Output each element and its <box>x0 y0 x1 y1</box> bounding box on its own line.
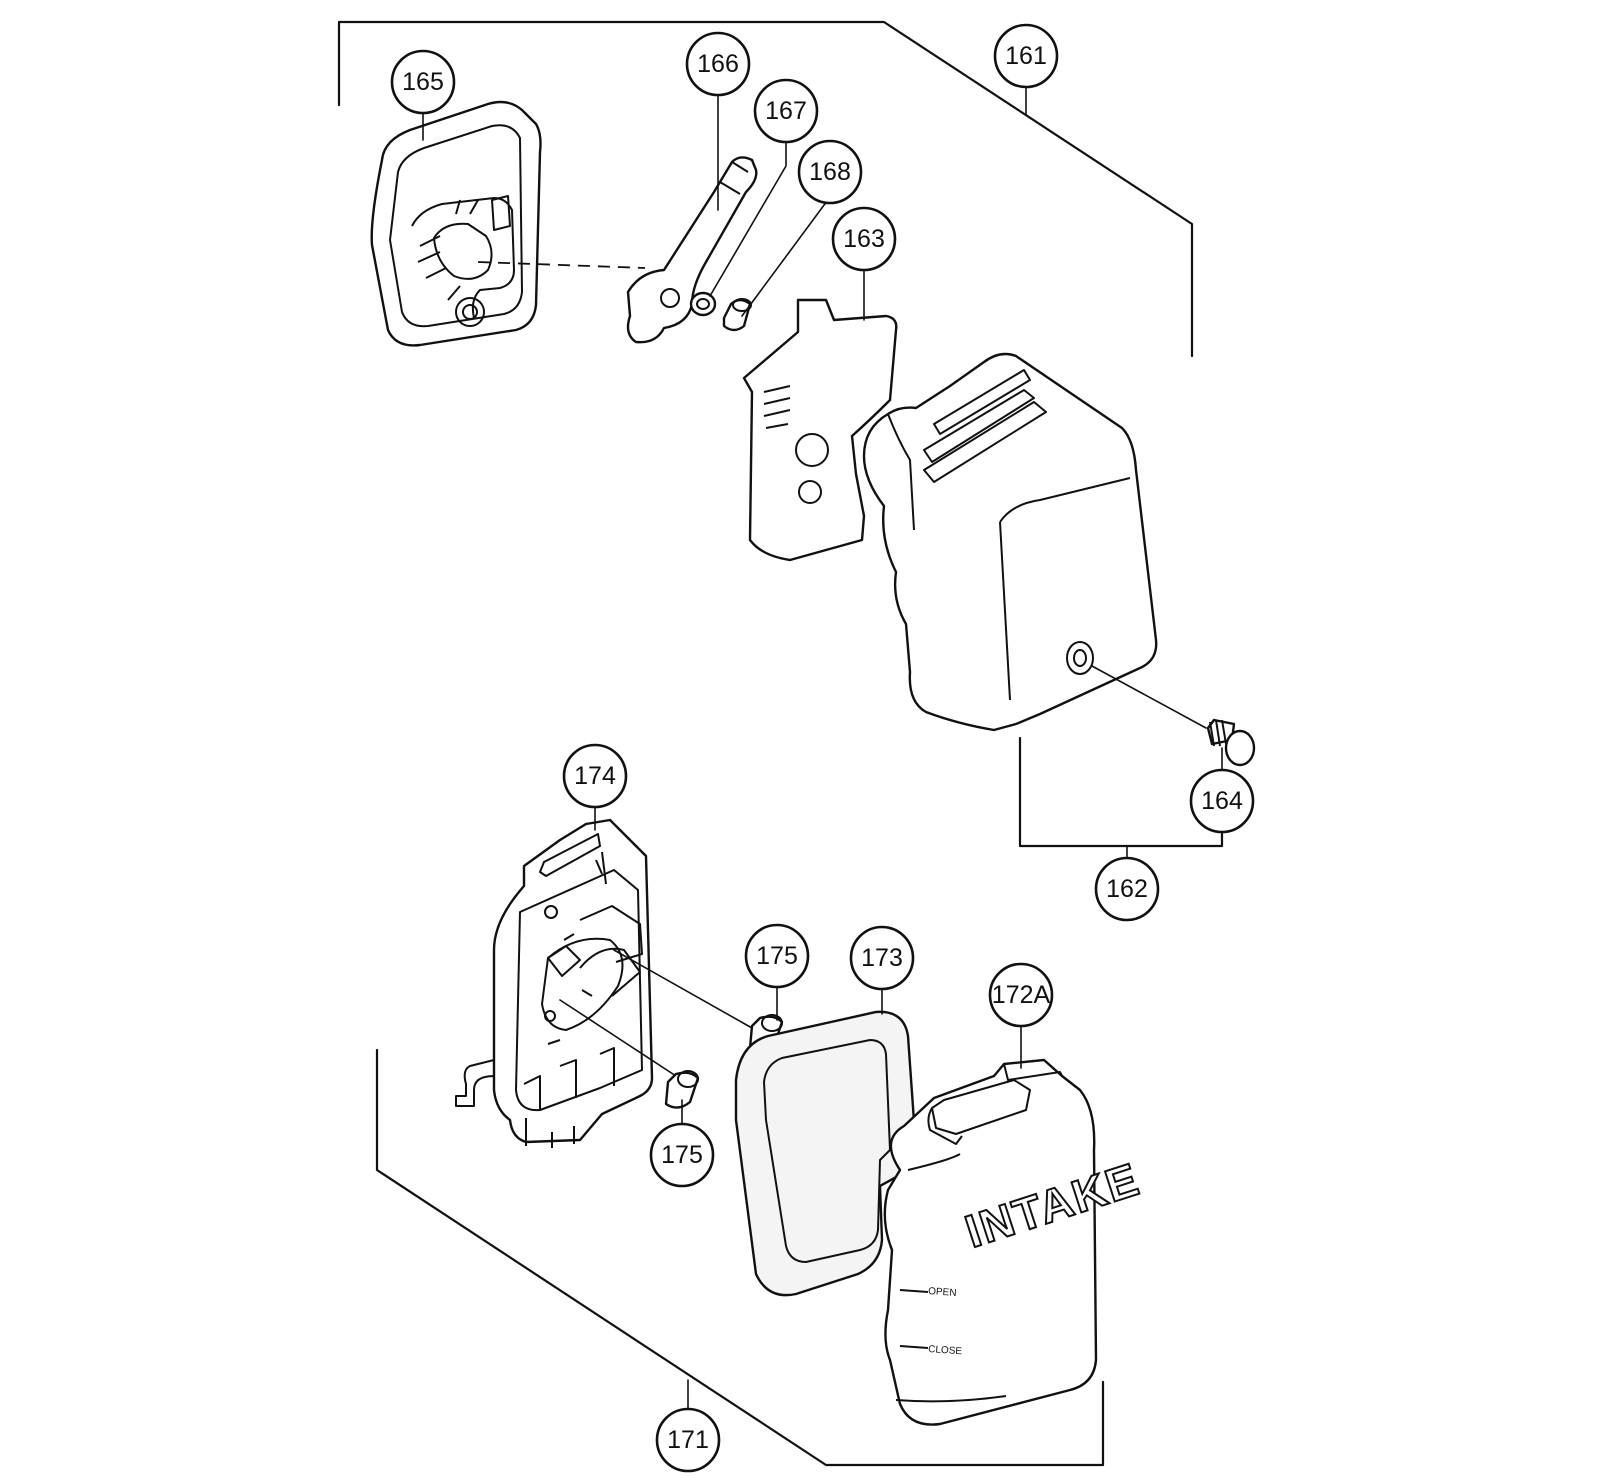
svg-text:175: 175 <box>661 1141 703 1169</box>
leader-collar-175-lower <box>559 999 677 1077</box>
callout-171: 171 <box>655 1407 721 1473</box>
svg-text:163: 163 <box>843 225 885 253</box>
cleaner-cover-162 <box>862 352 1158 732</box>
svg-text:167: 167 <box>765 97 807 125</box>
callout-167: 167 <box>753 78 819 144</box>
svg-text:161: 161 <box>1005 42 1047 70</box>
choke-lever-166 <box>626 156 758 344</box>
svg-text:165: 165 <box>402 68 444 96</box>
close-label: CLOSE <box>928 1344 963 1357</box>
callout-175-lower: 175 <box>649 1122 715 1188</box>
svg-text:164: 164 <box>1201 787 1243 815</box>
svg-text:171: 171 <box>667 1426 709 1454</box>
callout-163: 163 <box>831 206 897 272</box>
leader-collar-175-upper <box>613 949 753 1029</box>
callout-164: 164 <box>1189 768 1255 834</box>
svg-text:162: 162 <box>1106 875 1148 903</box>
foam-element-173 <box>734 1010 918 1297</box>
air-cleaner-base-165 <box>370 100 542 347</box>
o-ring-167 <box>689 291 717 317</box>
base-assembly-174 <box>455 818 654 1148</box>
svg-text:168: 168 <box>809 158 851 186</box>
callout-161: 161 <box>993 23 1059 89</box>
gasket-163 <box>742 298 898 562</box>
collar-175-lower <box>664 1070 700 1109</box>
callout-162: 162 <box>1094 856 1160 922</box>
callout-leaders <box>422 91 1223 1125</box>
callout-165: 165 <box>390 49 456 115</box>
svg-text:166: 166 <box>697 50 739 78</box>
screw-164 <box>1206 718 1256 767</box>
collar-168 <box>722 298 752 332</box>
callout-175-upper: 175 <box>744 923 810 989</box>
svg-text:175: 175 <box>756 942 798 970</box>
svg-text:172A: 172A <box>992 981 1051 1009</box>
callout-166: 166 <box>685 31 751 97</box>
open-label: OPEN <box>928 1286 957 1299</box>
callout-173: 173 <box>849 925 915 991</box>
callout-172a: 172A <box>988 962 1054 1028</box>
svg-text:174: 174 <box>574 762 616 790</box>
intake-cover-172a: INTAKE OPEN CLOSE <box>883 1058 1147 1426</box>
callout-168: 168 <box>797 139 863 205</box>
svg-text:173: 173 <box>861 944 903 972</box>
axis-line-165 <box>477 261 646 269</box>
callout-174: 174 <box>562 743 628 809</box>
leader-screw-164 <box>1091 665 1207 729</box>
